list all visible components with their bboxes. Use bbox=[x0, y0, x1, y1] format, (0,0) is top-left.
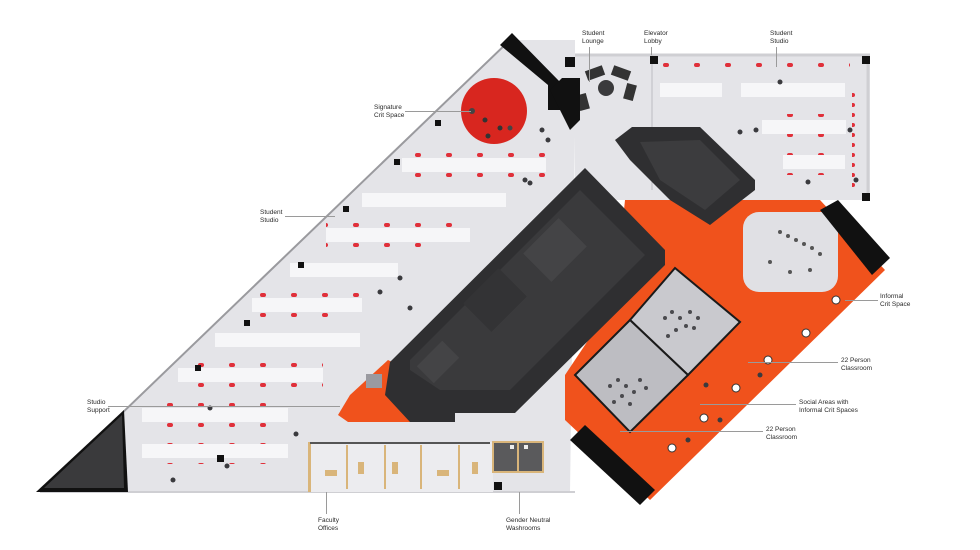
label-classroom-22-lower: 22 Person Classroom bbox=[766, 426, 798, 441]
label-elevator-lobby: Elevator Lobby bbox=[644, 30, 668, 45]
signature-crit-space bbox=[461, 78, 527, 144]
leader-signature-crit-space bbox=[405, 111, 471, 112]
label-student-studio-left: Student Studio bbox=[260, 209, 283, 224]
leader-classroom-22-upper bbox=[748, 362, 838, 363]
informal-crit-space bbox=[743, 212, 838, 292]
leader-studio-support bbox=[108, 406, 340, 407]
studio-desks-top bbox=[660, 62, 858, 190]
leader-student-studio-left bbox=[285, 216, 335, 217]
building-core bbox=[366, 127, 755, 422]
label-signature-crit-space: Signature Crit Space bbox=[374, 104, 405, 119]
leader-gender-neutral-washrooms bbox=[519, 492, 520, 514]
studio-support-room bbox=[44, 415, 124, 488]
people bbox=[170, 79, 859, 483]
label-informal-crit-space: Informal Crit Space bbox=[880, 293, 911, 308]
classrooms bbox=[573, 266, 742, 434]
label-faculty-offices: Faculty Offices bbox=[318, 517, 339, 532]
leader-informal-crit-space bbox=[845, 300, 878, 301]
faculty-offices bbox=[308, 442, 493, 492]
label-social-areas: Social Areas with Informal Crit Spaces bbox=[799, 399, 858, 414]
leader-classroom-22-lower bbox=[620, 431, 763, 432]
leader-social-areas bbox=[700, 404, 796, 405]
gender-neutral-washrooms bbox=[492, 441, 544, 473]
label-classroom-22-upper: 22 Person Classroom bbox=[841, 357, 873, 372]
label-student-lounge: Student Lounge bbox=[582, 30, 605, 45]
leader-student-lounge bbox=[589, 47, 590, 82]
label-studio-support: Studio Support bbox=[87, 399, 110, 414]
leader-faculty-offices bbox=[326, 492, 327, 514]
leader-student-studio-top bbox=[776, 47, 777, 67]
studio-desks-left bbox=[142, 152, 546, 464]
label-gender-neutral-washrooms: Gender Neutral Washrooms bbox=[506, 517, 551, 532]
leader-elevator-lobby bbox=[651, 47, 652, 55]
label-student-studio-top: Student Studio bbox=[770, 30, 793, 45]
